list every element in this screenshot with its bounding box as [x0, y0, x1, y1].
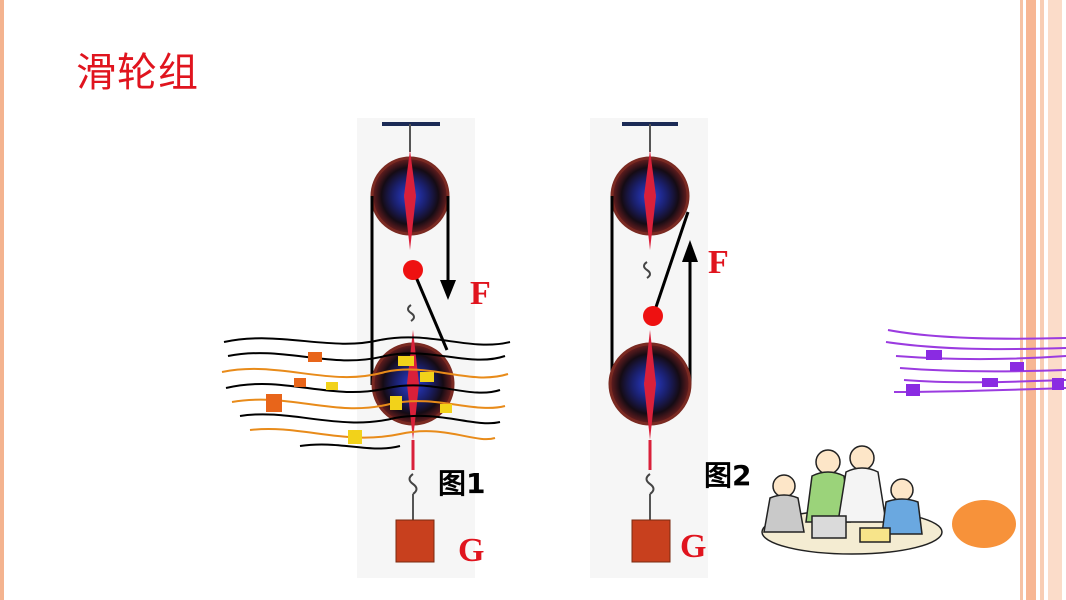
hook [643, 261, 651, 279]
purple-streaks-icon [885, 329, 1066, 396]
figure2-weight-label: G [680, 528, 707, 565]
anchor-point [643, 306, 663, 326]
slide-title: 滑轮组 [76, 50, 199, 96]
right-stripe [1040, 0, 1044, 600]
figure1-weight-label: G [458, 532, 485, 569]
pulley-strap [404, 150, 416, 250]
figure1-force-label: F [470, 275, 491, 312]
hook [407, 304, 415, 322]
orange-dot [952, 500, 1016, 548]
pulley-strap [644, 330, 656, 440]
weight-block [631, 519, 671, 563]
rope [411, 269, 449, 351]
hook [645, 473, 655, 495]
figure2-pulley-system [590, 118, 708, 578]
figure2-force-label: F [708, 244, 729, 281]
figure1-pulley-system [357, 118, 475, 578]
left-accent-rule [0, 0, 4, 600]
anchor-point [403, 260, 423, 280]
force-arrow-up [682, 240, 698, 262]
hook [408, 473, 418, 495]
right-stripe [1020, 0, 1023, 600]
rope [651, 211, 690, 317]
right-stripe [1026, 0, 1036, 600]
paper-ribbons-flags [266, 352, 452, 444]
figure2-caption: 图2 [704, 459, 752, 492]
figure1-caption: 图1 [438, 467, 486, 500]
meeting-people-icon [761, 445, 943, 555]
weight-block [395, 519, 435, 563]
force-arrow-down [440, 280, 456, 300]
pulley-strap [644, 150, 656, 250]
paper-ribbons-icon [221, 336, 511, 450]
right-stripe [1048, 0, 1062, 600]
